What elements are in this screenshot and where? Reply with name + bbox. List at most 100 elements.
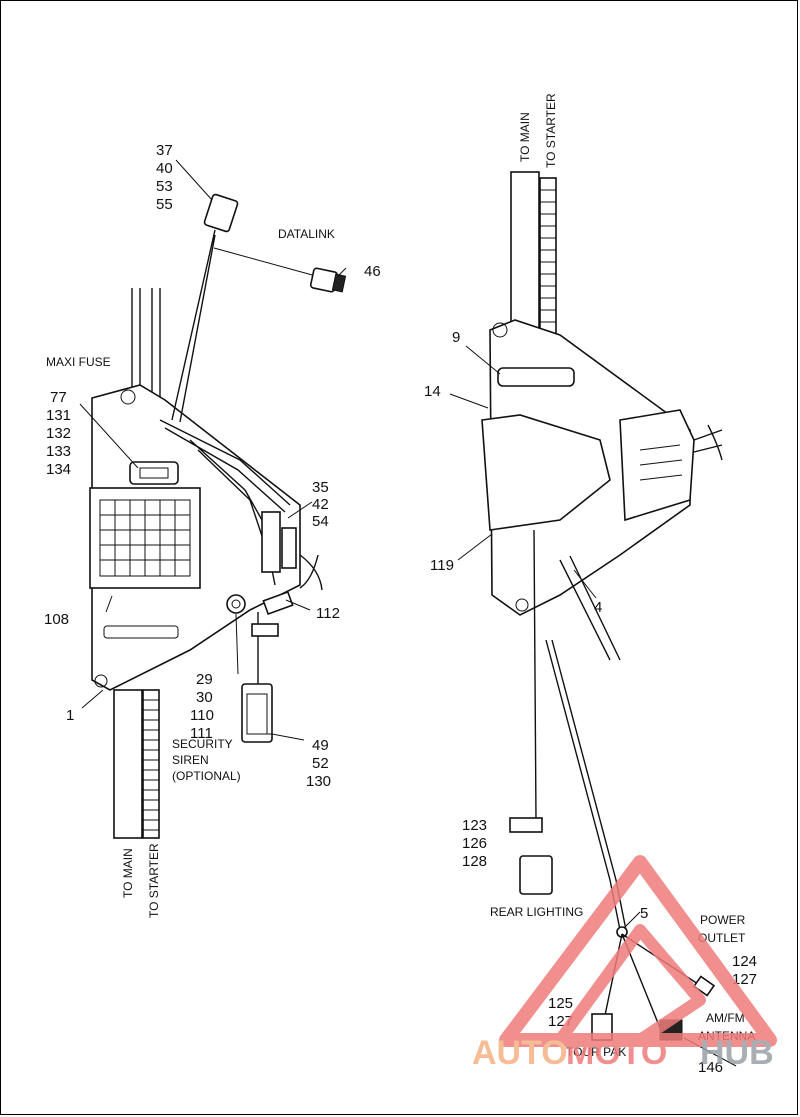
callout-49: 49	[312, 737, 329, 754]
callout-9: 9	[452, 329, 460, 346]
callout-130: 130	[306, 773, 331, 790]
maxi-fuse-element	[139, 467, 169, 479]
maxi-fuse	[129, 461, 179, 485]
callout-123: 123	[462, 817, 487, 834]
bracket-hole-bottom	[94, 674, 108, 688]
callout-108: 108	[44, 611, 69, 628]
clip-9	[497, 367, 575, 387]
upper-cables	[131, 288, 161, 405]
left-labels: 37 40 53 55 DATALINK 46 MAXI FUSE 77 131…	[44, 142, 381, 918]
label-amfm: AM/FM	[706, 1011, 745, 1025]
bracket-slot	[103, 625, 179, 639]
side-cover-vents	[639, 444, 683, 481]
callout-35: 35	[312, 479, 329, 496]
right-labels: TO MAIN TO STARTER 9 14 119 4 123 126 12…	[424, 93, 757, 1076]
callout-52: 52	[312, 755, 329, 772]
starter-cable-ribs	[143, 699, 159, 831]
main-harness-lower	[113, 689, 143, 839]
connector-46-plug	[331, 273, 347, 293]
cable-4	[559, 555, 621, 661]
callout-111: 111	[190, 725, 213, 742]
callout-125: 125	[548, 995, 573, 1012]
callout-5: 5	[640, 905, 648, 922]
right-bracket-hole-top	[492, 322, 508, 338]
label-siren: SIREN	[172, 753, 209, 767]
clip-112	[262, 590, 294, 616]
label-power: POWER	[700, 913, 746, 927]
callout-37: 37	[156, 142, 173, 159]
callout-40: 40	[156, 160, 173, 177]
connector-37	[203, 193, 239, 233]
connector-124	[692, 975, 716, 997]
relay-connector-2	[281, 527, 297, 569]
left-assembly	[79, 159, 347, 839]
fuse-grid	[99, 499, 191, 577]
callout-29: 29	[196, 671, 213, 688]
side-cover	[619, 409, 695, 522]
datalink-branch	[213, 247, 317, 277]
label-maxi-fuse: MAXI FUSE	[46, 355, 111, 369]
leader-lines-right	[449, 345, 737, 1067]
bracket-harness-lines	[159, 419, 291, 586]
callout-124: 124	[732, 953, 757, 970]
label-to-main-right: TO MAIN	[518, 112, 532, 162]
label-security: SECURITY	[172, 737, 233, 751]
callout-77: 77	[50, 389, 67, 406]
callout-30: 30	[196, 689, 213, 706]
watermark-inner-icon	[555, 924, 706, 1045]
callout-1: 1	[66, 707, 74, 724]
starter-cable-lower	[142, 689, 160, 839]
watermark-text-auto: AUTO	[472, 1034, 568, 1072]
label-optional: (OPTIONAL)	[172, 769, 241, 783]
label-outlet: OUTLET	[698, 931, 746, 945]
siren-sleeve	[251, 623, 279, 637]
callout-128: 128	[462, 853, 487, 870]
label-datalink: DATALINK	[278, 227, 335, 241]
siren-connector-face	[246, 693, 268, 735]
sleeve-123	[509, 817, 543, 833]
callout-54: 54	[312, 513, 329, 530]
rear-lighting-lead	[533, 529, 537, 821]
label-tour-pak: TOUR PAK	[566, 1045, 626, 1059]
label-rear-lighting: REAR LIGHTING	[490, 905, 583, 919]
right-hook	[693, 424, 723, 461]
callout-53: 53	[156, 178, 173, 195]
callout-112: 112	[316, 605, 340, 622]
callout-55: 55	[156, 196, 173, 213]
connector-128	[519, 855, 553, 895]
callout-119: 119	[430, 557, 454, 574]
callout-110: 110	[190, 707, 214, 724]
callout-46: 46	[364, 263, 381, 280]
label-to-main-left: TO MAIN	[121, 848, 135, 898]
callout-146: 146	[698, 1059, 723, 1076]
label-to-starter-right: TO STARTER	[544, 93, 558, 168]
right-bracket-hole-bottom	[515, 598, 529, 612]
callout-134: 134	[46, 461, 71, 478]
relay-connector	[261, 511, 281, 573]
datalink-main-cable	[171, 229, 216, 423]
watermark-triangle-icon	[499, 855, 777, 1047]
callout-127a: 127	[732, 971, 757, 988]
watermark-text-moto: MOTO	[566, 1034, 667, 1072]
grommet-29	[226, 594, 246, 614]
callout-14: 14	[424, 383, 441, 400]
bracket-hole-top	[120, 389, 136, 405]
cover-119	[481, 414, 611, 531]
tour-pak-harness	[545, 639, 627, 931]
callout-133: 133	[46, 443, 71, 460]
callout-132: 132	[46, 425, 71, 442]
callout-126: 126	[462, 835, 487, 852]
right-assembly	[449, 171, 737, 1067]
watermark-text-hub: HUB	[700, 1034, 774, 1072]
label-to-starter-left: TO STARTER	[147, 843, 161, 918]
bracket-hook	[299, 554, 323, 591]
callout-131: 131	[46, 407, 71, 424]
callout-4: 4	[594, 599, 602, 616]
watermark: AUTO MOTO HUB	[472, 855, 777, 1072]
grommet-29-inner	[231, 599, 241, 609]
siren-connector	[241, 683, 273, 743]
leader-lines-left	[79, 159, 347, 741]
callout-42: 42	[312, 496, 329, 513]
